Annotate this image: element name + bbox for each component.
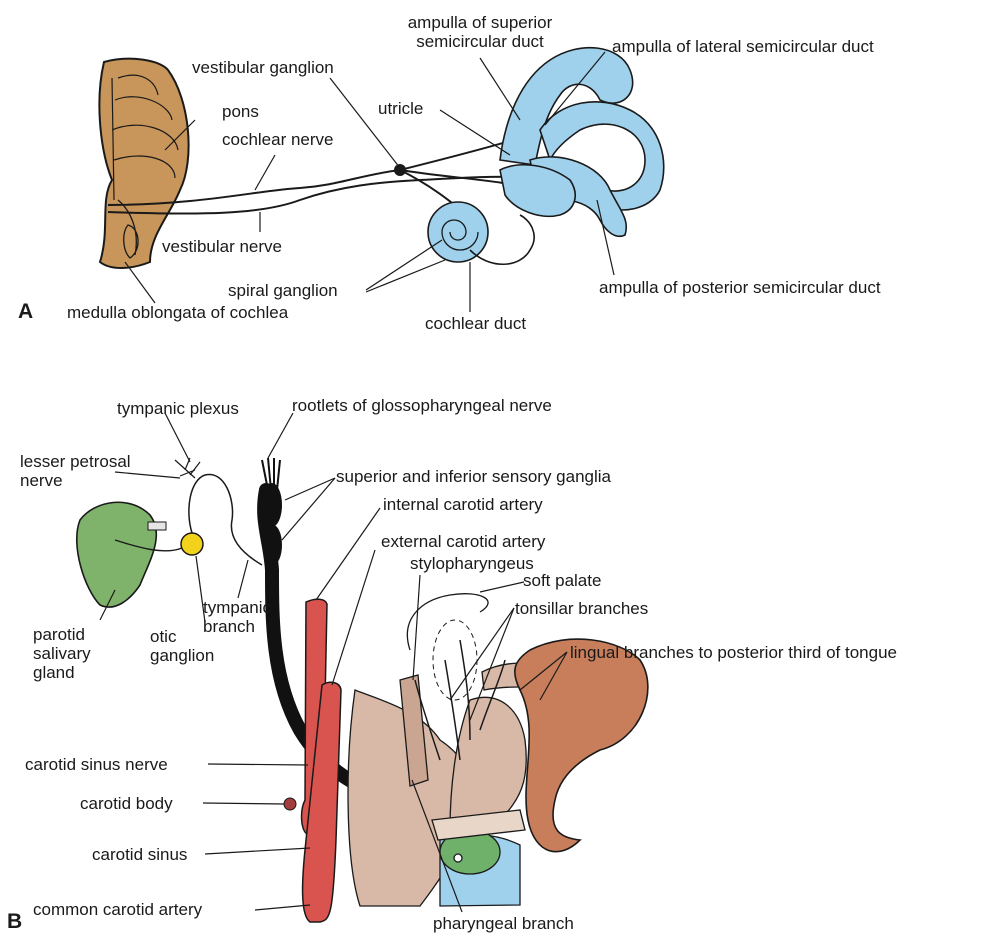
label-cochlear-nerve: cochlear nerve — [222, 130, 334, 149]
label-common-carotid: common carotid artery — [33, 900, 202, 919]
label-lesser-petrosal: lesser petrosal nerve — [20, 452, 150, 490]
label-ampulla-superior: ampulla of superior semicircular duct — [385, 13, 575, 51]
label-soft-palate: soft palate — [523, 571, 601, 590]
label-vestibular-ganglion: vestibular ganglion — [192, 58, 334, 77]
tongue — [515, 639, 648, 852]
label-pons: pons — [222, 102, 259, 121]
label-carotid-sinus: carotid sinus — [92, 845, 187, 864]
panel-a-illustration — [99, 48, 663, 268]
tonsil-outline — [433, 620, 477, 700]
label-otic-ganglion: otic ganglion — [150, 627, 230, 665]
label-carotid-body: carotid body — [80, 794, 173, 813]
carotid-body-shape — [284, 798, 296, 810]
label-ampulla-posterior: ampulla of posterior semicircular duct — [599, 278, 881, 297]
label-stylopharyngeus: stylopharyngeus — [410, 554, 534, 573]
otic-ganglion-shape — [181, 533, 203, 555]
panel-b-letter: B — [7, 910, 22, 934]
label-sensory-ganglia: superior and inferior sensory ganglia — [336, 467, 611, 486]
label-medulla: medulla oblongata of cochlea — [67, 303, 288, 322]
label-external-carotid: external carotid artery — [381, 532, 545, 551]
label-cochlear-duct: cochlear duct — [425, 314, 526, 333]
membranous-labyrinth — [428, 48, 664, 265]
soft-palate-outline — [407, 594, 488, 650]
carotid-arteries — [302, 599, 341, 922]
label-rootlets: rootlets of glossopharyngeal nerve — [292, 396, 552, 415]
label-internal-carotid: internal carotid artery — [383, 495, 543, 514]
label-ampulla-lateral: ampulla of lateral semicircular duct — [612, 37, 874, 56]
vestibular-ganglion-dot — [394, 164, 406, 176]
label-utricle: utricle — [378, 99, 423, 118]
label-vestibular-nerve: vestibular nerve — [162, 237, 282, 256]
label-pharyngeal: pharyngeal branch — [433, 914, 574, 933]
label-tonsillar: tonsillar branches — [515, 599, 648, 618]
tympanic-plexus-shape — [175, 458, 200, 478]
label-tympanic-plexus: tympanic plexus — [117, 399, 239, 418]
label-carotid-sinus-nerve: carotid sinus nerve — [25, 755, 168, 774]
label-parotid: parotid salivary gland — [33, 625, 103, 682]
panel-a-letter: A — [18, 300, 33, 324]
label-spiral-ganglion: spiral ganglion — [228, 281, 338, 300]
parotid-duct — [148, 522, 166, 530]
parotid-gland — [77, 502, 157, 607]
label-lingual: lingual branches to posterior third of t… — [570, 643, 897, 662]
